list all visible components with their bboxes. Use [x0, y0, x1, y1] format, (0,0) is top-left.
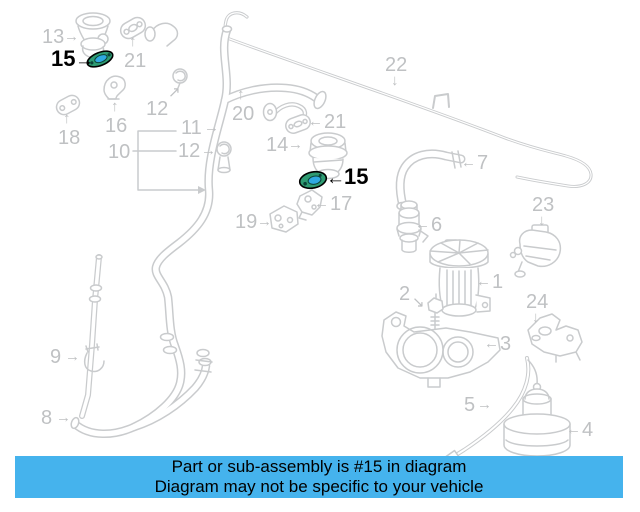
part-18-gasket: [55, 94, 81, 116]
gasket-top-left: [119, 16, 147, 40]
part-24-bracket: [527, 313, 583, 363]
part-3-plate: [381, 311, 501, 388]
highlighted-gasket-15-right: [298, 170, 328, 190]
part-4-canister: [503, 359, 571, 457]
highlighted-gasket-15-left: [86, 50, 114, 68]
elbow-top-left: [144, 22, 179, 47]
highlight-banner: Part or sub-assembly is #15 in diagram D…: [15, 456, 623, 498]
part-9-clamp: [83, 343, 105, 373]
part-16-bracket: [103, 75, 126, 100]
part-17-bracket: [296, 189, 323, 221]
part-21-gasket-right: [285, 114, 311, 134]
part-10-leader-box: [132, 130, 206, 194]
left-pipe: [79, 254, 103, 419]
part-12-clamp-upper: [172, 68, 188, 89]
part-2-bolt: [427, 293, 444, 330]
part-23-valve: [509, 224, 562, 278]
part-19-bracket: [269, 205, 299, 233]
banner-line-2: Diagram may not be specific to your vehi…: [154, 477, 484, 496]
hose-20-11-8: [70, 25, 327, 438]
part-14-valve: [308, 132, 348, 180]
part-7-hose: [395, 149, 466, 211]
part-13-egr-valve: [75, 12, 111, 58]
part-6-check-valve: [396, 200, 429, 253]
banner-line-1: Part or sub-assembly is #15 in diagram: [171, 457, 467, 476]
part-1-air-pump: [429, 239, 491, 317]
hose-8-detail: [194, 359, 213, 373]
part-12-clamp-lower: [216, 141, 232, 174]
